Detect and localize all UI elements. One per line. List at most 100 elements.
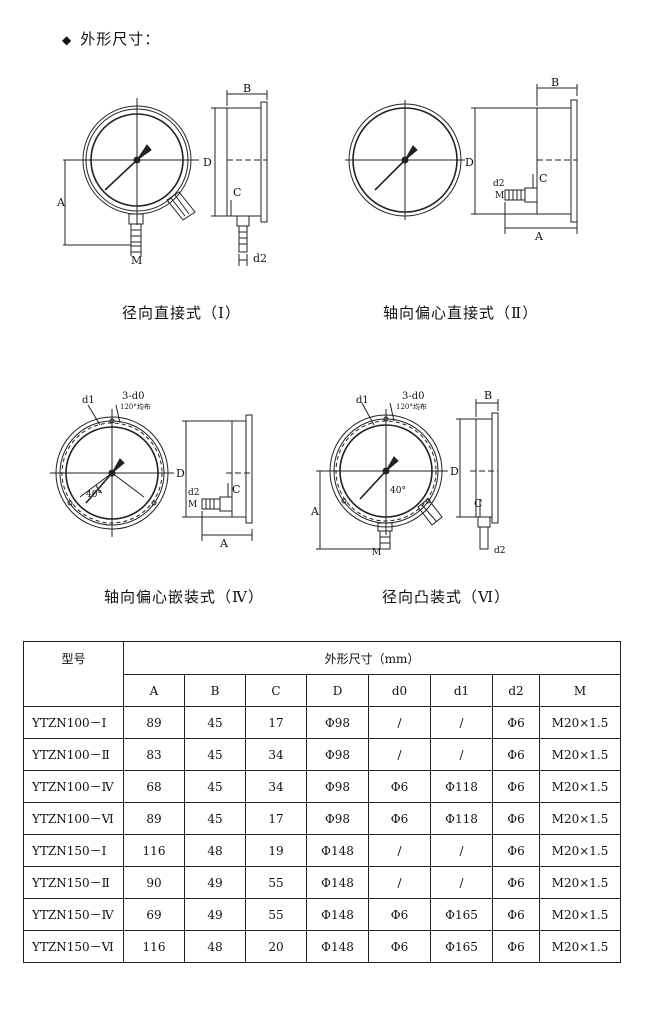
cell-model: YTZN150－Ⅱ [23, 866, 124, 899]
table-cell: / [368, 866, 431, 899]
table-cell: 45 [184, 770, 246, 803]
table-cell: / [430, 834, 493, 867]
header-col-b: B [184, 674, 246, 707]
table-cell: 48 [184, 930, 246, 963]
table-cell: 89 [123, 706, 185, 739]
dim-label-b: B [551, 78, 559, 89]
caption-axial-eccentric-flush: 轴向偏心嵌装式（Ⅳ） [104, 588, 264, 606]
table-cell: Φ98 [306, 706, 369, 739]
table-cell: M20×1.5 [538, 834, 622, 867]
cell-model: YTZN150－Ⅳ [23, 898, 124, 931]
dim-label-c: C [233, 186, 241, 199]
table-cell: 19 [245, 834, 307, 867]
table-cell: M20×1.5 [538, 898, 622, 931]
table-cell: M20×1.5 [538, 706, 622, 739]
dim-label-m: M [372, 548, 381, 555]
dim-label-a: A [534, 230, 544, 243]
angle-label: 40° [390, 486, 406, 496]
dim-label-d: D [176, 467, 185, 480]
angle-label: 40° [86, 490, 102, 500]
table-cell: Φ118 [430, 802, 493, 835]
table-cell: 116 [123, 834, 185, 867]
dimensions-table: 型号 外形尺寸（mm） A B C D d0 d1 d2 M YTZN100－Ⅰ… [23, 641, 622, 963]
table-cell: 69 [123, 898, 185, 931]
caption-radial-panel: 径向凸装式（Ⅵ） [382, 588, 511, 606]
header-col-a: A [123, 674, 185, 707]
dim-label-b: B [243, 82, 251, 95]
table-cell: Φ6 [492, 706, 540, 739]
dim-label-d0: 3-d0 [122, 391, 145, 402]
dim-label-d2: d2 [493, 179, 505, 189]
table-cell: Φ6 [492, 866, 540, 899]
table-cell: 45 [184, 738, 246, 771]
table-cell: 34 [245, 770, 307, 803]
caption-radial-direct: 径向直接式（Ⅰ） [122, 304, 241, 322]
cell-model: YTZN100－Ⅱ [23, 738, 124, 771]
table-cell: / [430, 738, 493, 771]
dim-label-d: D [450, 465, 459, 478]
table-cell: M20×1.5 [538, 770, 622, 803]
gauge-drawing-radial-direct: B D C A M d2 [56, 82, 268, 267]
table-cell: M20×1.5 [538, 738, 622, 771]
table-cell: Φ6 [492, 802, 540, 835]
header-col-d1: d1 [430, 674, 493, 707]
table-cell: 48 [184, 834, 246, 867]
dim-label-c: C [539, 172, 547, 185]
table-cell: 17 [245, 706, 307, 739]
table-cell: Φ6 [492, 834, 540, 867]
table-cell: / [368, 738, 431, 771]
table-header-row: 型号 外形尺寸（mm） [23, 641, 622, 707]
table-cell: 55 [245, 866, 307, 899]
table-cell: 68 [123, 770, 185, 803]
table-cell: 45 [184, 802, 246, 835]
figure-axial-eccentric-flush: d1 3-d0 120°均布 40° D C M d2 A [40, 385, 290, 555]
table-cell: Φ118 [430, 770, 493, 803]
dim-label-d2: d2 [494, 546, 506, 555]
dim-label-d2: d2 [253, 252, 267, 265]
table-cell: M20×1.5 [538, 930, 622, 963]
table-cell: Φ148 [306, 930, 369, 963]
table-cell: 45 [184, 706, 246, 739]
hole-spacing-note: 120°均布 [396, 402, 427, 411]
table-cell: Φ6 [492, 930, 540, 963]
header-col-c: C [245, 674, 307, 707]
dim-label-d1: d1 [82, 395, 95, 406]
hole-spacing-note: 120°均布 [120, 402, 151, 411]
section-heading: ◆外形尺寸： [62, 28, 160, 49]
table-cell: Φ148 [306, 866, 369, 899]
dim-label-c: C [232, 483, 240, 496]
cell-model: YTZN150－Ⅰ [23, 834, 124, 867]
table-cell: Φ6 [368, 770, 431, 803]
table-cell: / [368, 706, 431, 739]
table-cell: 116 [123, 930, 185, 963]
table-cell: 49 [184, 898, 246, 931]
table-cell: Φ148 [306, 898, 369, 931]
dim-label-d2: d2 [188, 488, 200, 498]
table-cell: M20×1.5 [538, 866, 622, 899]
table-cell: Φ6 [368, 898, 431, 931]
dim-label-b: B [484, 389, 492, 402]
dim-label-d: D [465, 156, 474, 169]
table-cell: Φ6 [368, 802, 431, 835]
table-cell: 17 [245, 802, 307, 835]
table-cell: 20 [245, 930, 307, 963]
header-model: 型号 [23, 641, 124, 707]
table-cell: 49 [184, 866, 246, 899]
dim-label-m: M [188, 500, 197, 510]
table-cell: Φ6 [492, 770, 540, 803]
table-cell: Φ6 [492, 898, 540, 931]
gauge-drawing-axial-eccentric-direct: B D C M d2 A [345, 78, 578, 243]
table-cell: 34 [245, 738, 307, 771]
figure-radial-direct: B D C A M d2 [55, 80, 295, 280]
header-col-d0: d0 [368, 674, 431, 707]
table-cell: Φ98 [306, 738, 369, 771]
gauge-drawing-radial-panel: d1 3-d0 120°均布 40° B D C A M d2 [310, 389, 506, 555]
header-col-m: M [538, 674, 622, 707]
cell-model: YTZN100－Ⅳ [23, 770, 124, 803]
caption-axial-eccentric-direct: 轴向偏心直接式（Ⅱ） [383, 304, 539, 322]
